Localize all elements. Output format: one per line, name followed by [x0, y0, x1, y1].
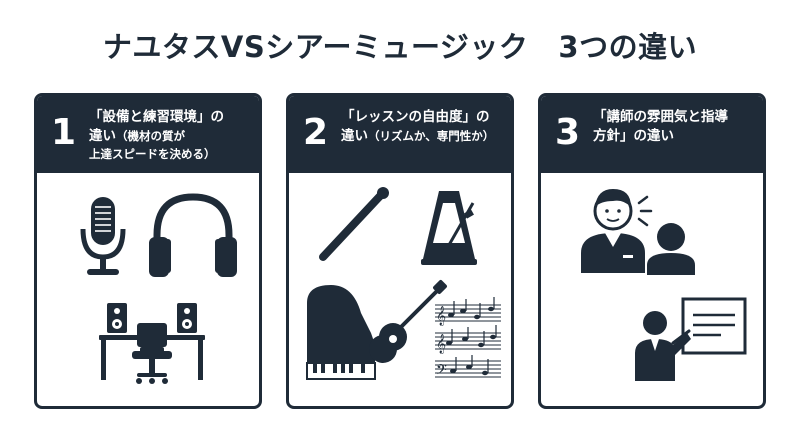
- svg-text:𝄢: 𝄢: [436, 362, 447, 382]
- title-sub: 3つの違い: [558, 30, 698, 64]
- card-heading: 「設備と練習環境」の 違い（機材の質が 上達スピードを決める）: [89, 108, 255, 163]
- heading-line-2: 方針」の違い: [593, 128, 674, 144]
- heading-line-1: 「講師の雰囲気と指導: [593, 109, 728, 125]
- card-lesson-freedom: 2 「レッスンの自由度」の 違い（リズムか、専門性か）: [286, 93, 514, 409]
- svg-text:𝄞: 𝄞: [436, 306, 446, 326]
- guitar-icon: [369, 280, 447, 363]
- heading-line-2-main: 違い: [89, 128, 116, 144]
- card-illustration: 𝄞 𝄞 𝄢: [306, 187, 501, 382]
- instructor-talking-icon: [581, 189, 695, 275]
- title-main: ナユタスVSシアーミュージック: [102, 30, 529, 64]
- studio-desk-icon: [99, 303, 205, 384]
- teacher-whiteboard-icon: [635, 297, 747, 381]
- drumstick-icon: [319, 187, 389, 261]
- card-number: 2: [303, 112, 329, 153]
- card-illustration: [80, 193, 237, 384]
- card-illustration: [581, 189, 747, 381]
- card-heading: 「レッスンの自由度」の 違い（リズムか、専門性か）: [341, 108, 507, 146]
- heading-line-1: 「設備と練習環境」の: [89, 109, 224, 125]
- card-equipment: 1 「設備と練習環境」の 違い（機材の質が 上達スピードを決める）: [34, 93, 262, 409]
- card-header: 2 「レッスンの自由度」の 違い（リズムか、専門性か）: [289, 96, 511, 173]
- page-title: ナユタスVSシアーミュージック 3つの違い: [0, 24, 800, 66]
- heading-line-3: 上達スピードを決める）: [89, 147, 216, 161]
- card-header: 1 「設備と練習環境」の 違い（機材の質が 上達スピードを決める）: [37, 96, 259, 173]
- heading-line-2: 違い（リズムか、専門性か）: [341, 127, 507, 146]
- card-number: 1: [51, 112, 77, 153]
- card-header: 3 「講師の雰囲気と指導 方針」の違い: [541, 96, 763, 173]
- piano-icon: [306, 285, 376, 380]
- headphones-icon: [149, 193, 237, 277]
- heading-line-2-sub: （リズムか、専門性か）: [368, 129, 495, 143]
- sheet-music-icon: 𝄞 𝄞 𝄢: [435, 297, 501, 382]
- card-heading: 「講師の雰囲気と指導 方針」の違い: [593, 108, 759, 146]
- svg-text:𝄞: 𝄞: [436, 334, 446, 354]
- heading-line-2-main: 違い: [341, 128, 368, 144]
- heading-line-2: 違い（機材の質が: [89, 127, 255, 146]
- microphone-icon: [80, 197, 126, 275]
- metronome-icon: [421, 191, 477, 265]
- heading-line-1: 「レッスンの自由度」の: [341, 109, 490, 125]
- heading-line-2-sub: （機材の質が: [116, 129, 185, 143]
- card-number: 3: [555, 112, 581, 153]
- card-instructor-style: 3 「講師の雰囲気と指導 方針」の違い: [538, 93, 766, 409]
